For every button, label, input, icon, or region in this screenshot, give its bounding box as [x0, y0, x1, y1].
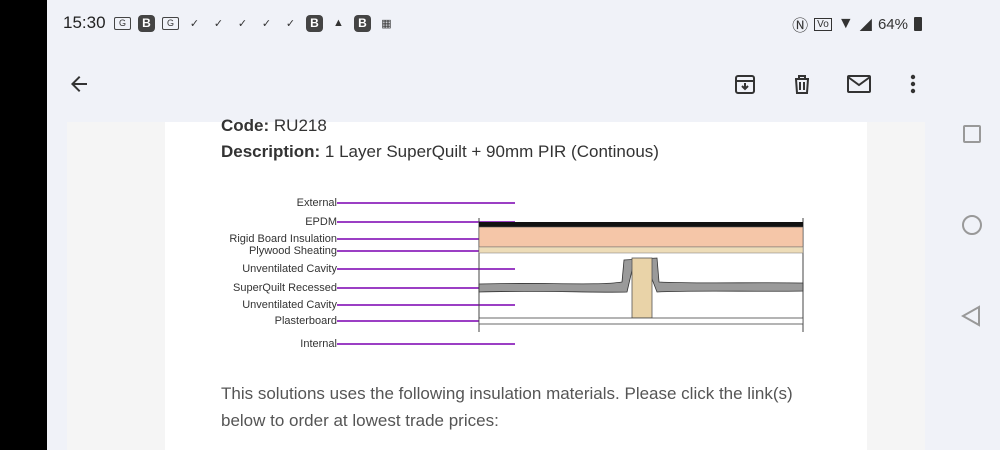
volte-icon: Vo	[814, 17, 832, 31]
code-label: Code:	[221, 116, 270, 135]
more-vert-icon[interactable]	[899, 70, 927, 98]
status-bar: 15:30 G B G ✓ ✓ ✓ ✓ ✓ B ▲ B ▦ Ⓝ Vo ▼ ◢ 6…	[47, 0, 944, 46]
label-epdm: EPDM	[305, 216, 337, 228]
phone-screen: 15:30 G B G ✓ ✓ ✓ ✓ ✓ B ▲ B ▦ Ⓝ Vo ▼ ◢ 6…	[47, 0, 944, 450]
label-external: External	[297, 197, 337, 209]
archive-icon[interactable]	[731, 70, 759, 98]
b-app-icon: B	[138, 14, 155, 32]
status-time: 15:30	[63, 13, 106, 32]
ge-icon: G	[162, 16, 179, 30]
epdm-layer	[479, 222, 803, 227]
navigation-bar	[944, 0, 1000, 450]
recents-button[interactable]	[963, 125, 981, 143]
description-line: Description: 1 Layer SuperQuilt + 90mm P…	[221, 142, 659, 162]
mail-icon[interactable]	[845, 70, 873, 98]
b-app-icon: B	[306, 14, 323, 32]
code-value: RU218	[273, 116, 327, 135]
label-plasterboard: Plasterboard	[275, 315, 337, 327]
description-label: Description:	[221, 142, 321, 161]
description-value: 1 Layer SuperQuilt + 90mm PIR (Continous…	[324, 142, 659, 161]
check-icon: ✓	[213, 17, 224, 30]
trash-icon[interactable]	[788, 70, 816, 98]
system-icons: Ⓝ Vo ▼ ◢ 64%	[792, 12, 922, 36]
ge-icon: G	[114, 16, 131, 30]
back-nav-button[interactable]	[960, 305, 981, 332]
code-line: Code: RU218	[221, 116, 327, 136]
email-content: Code: RU218 Description: 1 Layer SuperQu…	[67, 116, 925, 450]
notification-icons: G B G ✓ ✓ ✓ ✓ ✓ B ▲ B ▦	[114, 13, 395, 33]
plywood-layer	[478, 246, 804, 254]
signal-icon: ◢	[859, 16, 872, 33]
home-button[interactable]	[962, 215, 982, 235]
timber-joist	[631, 257, 653, 319]
label-rigid-board: Rigid Board Insulation	[229, 233, 337, 245]
nfc-icon: Ⓝ	[792, 18, 809, 35]
battery-icon	[914, 17, 922, 31]
label-plywood: Plywood Sheating	[249, 245, 337, 257]
image-icon: ▲	[333, 17, 344, 29]
materials-paragraph: This solutions uses the following insula…	[221, 384, 793, 430]
check-icon: ✓	[285, 17, 296, 30]
label-cavity-lower: Unventilated Cavity	[242, 299, 337, 311]
app-toolbar	[47, 46, 944, 122]
label-internal: Internal	[300, 338, 337, 350]
back-arrow-icon[interactable]	[65, 70, 93, 98]
superquilt-layer	[478, 257, 804, 293]
wifi-icon: ▼	[837, 15, 854, 32]
check-icon: ✓	[189, 17, 200, 30]
plasterboard-layer	[478, 317, 804, 325]
check-icon: ✓	[261, 17, 272, 30]
label-superquilt: SuperQuilt Recessed	[233, 282, 337, 294]
roof-section-diagram: External EPDM Rigid Board Insulation Ply…	[229, 197, 804, 350]
email-body: Code: RU218 Description: 1 Layer SuperQu…	[165, 116, 867, 450]
check-icon: ✓	[237, 17, 248, 30]
b-app-icon: B	[354, 14, 371, 32]
rigid-board-layer	[478, 226, 804, 248]
battery-level: 64%	[877, 15, 908, 33]
label-cavity-upper: Unventilated Cavity	[242, 263, 337, 275]
calendar-icon: ▦	[381, 17, 392, 30]
